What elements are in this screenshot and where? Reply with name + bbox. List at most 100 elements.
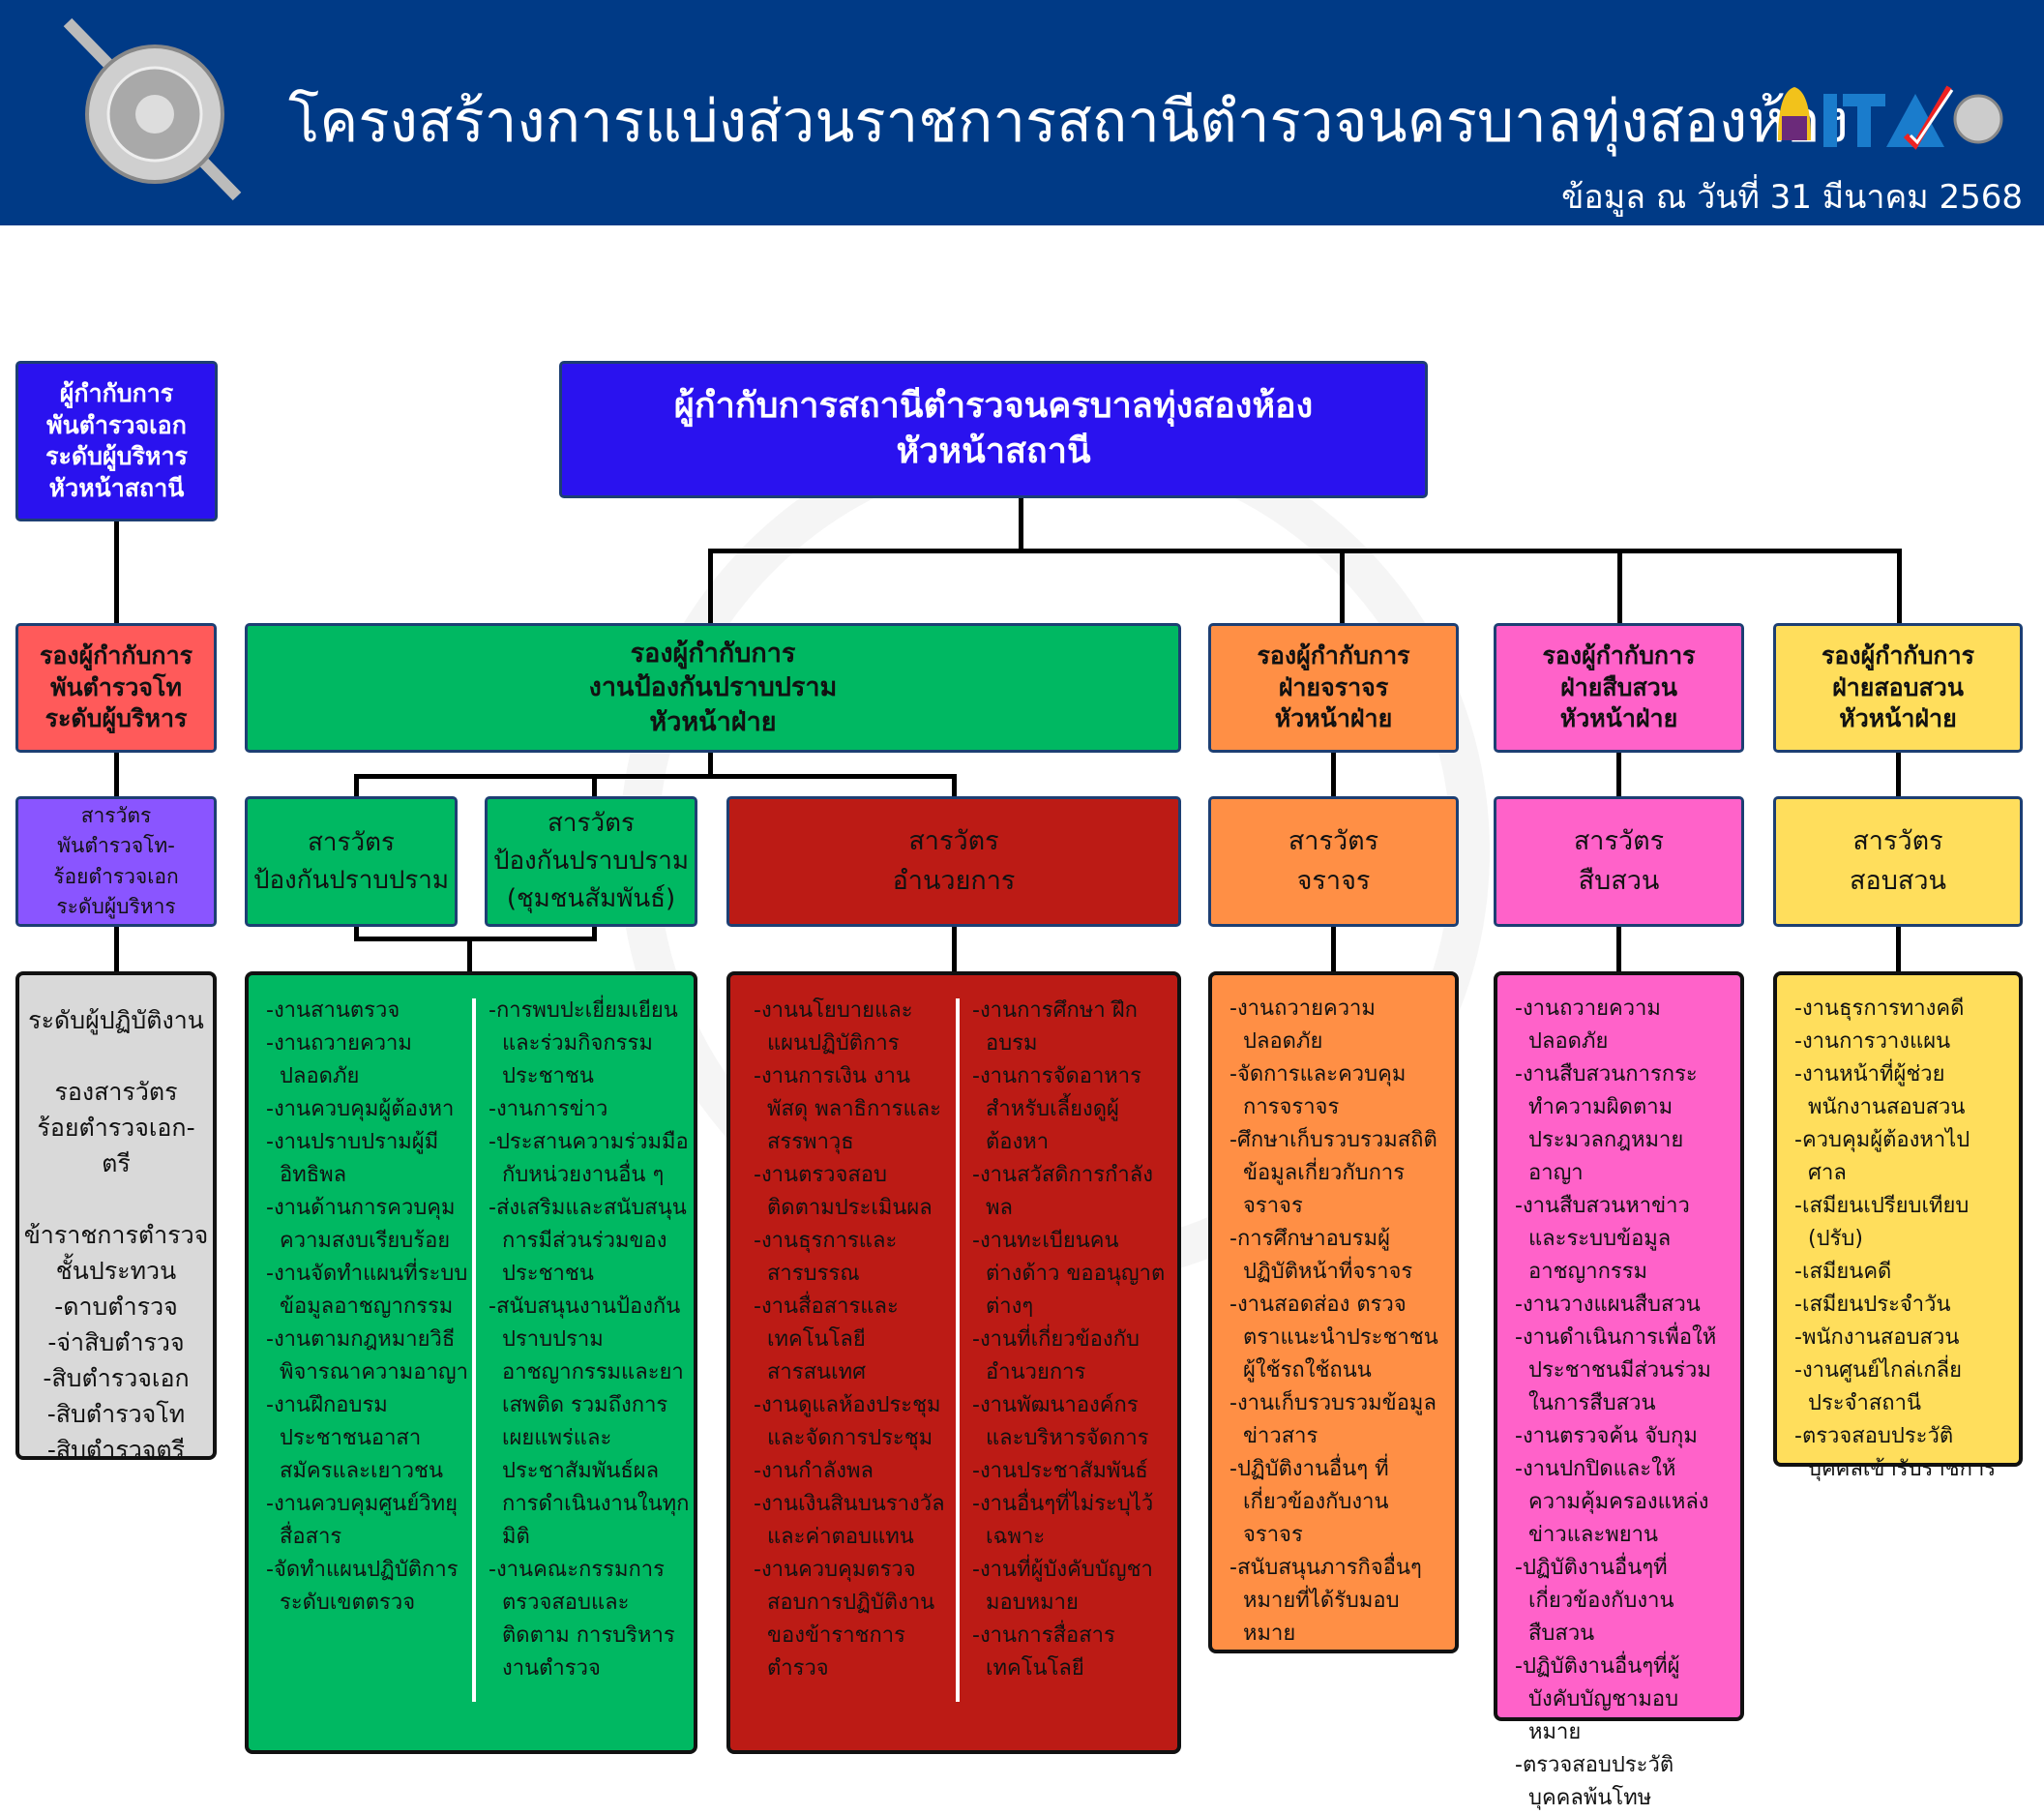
duty-item: -งานเงินสินบนรางวัลและค่าตอบแทน [754, 1492, 945, 1549]
box-text-line: รองผู้กำกับการ [630, 639, 796, 669]
duty-item: -ตรวจสอบประวัติบุคคลเข้ารับราชการ [1794, 1424, 1997, 1481]
duty-item: -งานพัฒนาองค์กรและบริหารจัดการ [972, 1393, 1149, 1450]
duty-item: -พนักงานสอบสวน [1794, 1325, 1960, 1350]
connector [1616, 753, 1621, 796]
box-text-line: ระดับผู้บริหาร [44, 704, 188, 733]
duty-item: -งานตรวจค้น จับกุม [1515, 1424, 1698, 1448]
box-text-line: พันตำรวจโท [50, 672, 182, 701]
box-text-line: ฝ่ายจราจร [1278, 672, 1389, 701]
box-text-line: หัวหน้าฝ่าย [1839, 704, 1957, 733]
box-text-line: ชั้นประทวน [55, 1257, 177, 1285]
duty-item: -งานสานตรวจ [266, 998, 400, 1023]
box-text-line: ป้องกันปราบปราม [492, 847, 690, 876]
duty-item: -เสมียนคดี [1794, 1260, 1892, 1284]
police-emblem-logo [63, 17, 242, 201]
connector [1340, 549, 1345, 623]
column-divider [956, 998, 960, 1702]
box-text-line: ป้องกันปราบปราม [252, 865, 450, 895]
connector [114, 927, 119, 971]
box-text-line: สารวัตร [548, 809, 635, 838]
box-text-line: สารวัตร [1852, 826, 1943, 856]
box-text-line: รองสารวัตร [54, 1078, 178, 1106]
duty-item: -งานจัดทำแผนที่ระบบข้อมูลอาชญากรรม [266, 1262, 468, 1319]
inspector-traffic-box: สารวัตรจราจร [1208, 796, 1459, 927]
deputy-traffic-box: รองผู้กำกับการฝ่ายจราจรหัวหน้าฝ่าย [1208, 623, 1459, 753]
duty-item: -งานศูนย์ไกล่เกลี่ยประจำสถานี [1794, 1358, 1963, 1415]
page-title: โครงสร้างการแบ่งส่วนราชการสถานีตำรวจนครบ… [288, 88, 1850, 156]
box-text-line: -จ่าสิบตำรวจ [47, 1328, 185, 1356]
duty-item: -ศึกษาเก็บรวบรวมสถิติข้อมูลเกี่ยวกับการจ… [1229, 1128, 1437, 1218]
investigation-duties-box: -งานถวายความปลอดภัย -งานสืบสวนการกระทำควา… [1494, 971, 1744, 1810]
duty-item: -งานสอดส่อง ตรวจตราแนะนำประชาชน ผู้ใช้รถ… [1229, 1293, 1438, 1383]
duty-item: -งานปราบปรามผู้มีอิทธิพล [266, 1130, 439, 1187]
deputy-prevention-box: รองผู้กำกับการงานป้องกันปราบปรามหัวหน้าฝ… [245, 623, 1181, 753]
connector [708, 549, 1902, 553]
duty-item: -เสมียนเปรียบเทียบ (ปรับ) [1794, 1194, 1970, 1251]
duty-item: -งานธุรการทางคดี [1794, 997, 1965, 1021]
station-head-rank-box: ผู้กำกับการพันตำรวจเอกระดับผู้บริหารหัวห… [15, 361, 218, 521]
duty-item: -งานที่เกี่ยวข้องกับอำนวยการ [972, 1327, 1140, 1384]
box-text-line: สารวัตร [80, 803, 152, 827]
duty-item: -งานสื่อสารและเทคโนโลยีสารสนเทศ [754, 1294, 899, 1384]
box-text-line: พันตำรวจโท- [57, 834, 175, 857]
box-text-line: หัวหน้าสถานี [896, 431, 1091, 471]
header-banner: โครงสร้างการแบ่งส่วนราชการสถานีตำรวจนครบ… [0, 0, 2044, 225]
duty-item: -งานการวางแผน [1794, 1029, 1951, 1054]
box-text-line: สอบสวน [1850, 865, 1946, 896]
connector [1896, 927, 1901, 971]
box-text-line: ฝ่ายสอบสวน [1832, 672, 1964, 701]
box-text-line: สารวัตร [1573, 826, 1665, 856]
station-chief-box: ผู้กำกับการสถานีตำรวจนครบาลทุ่งสองห้องหั… [559, 361, 1428, 498]
box-text-line: รองผู้กำกับการ [1821, 641, 1975, 670]
duty-item: -งานสวัสดิการกำลังพล [972, 1163, 1153, 1220]
box-text-line: รองผู้กำกับการ [1257, 641, 1410, 670]
duty-item: -งานฝึกอบรมประชาชนอาสาสมัครและเยาวชน [266, 1393, 444, 1483]
connector [1897, 549, 1902, 623]
duty-item: -งานธุรการและสารบรรณ [754, 1229, 898, 1286]
connector [354, 774, 956, 779]
connector [1616, 927, 1621, 971]
duty-item: -งานอื่นๆที่ไม่ระบุไว้เฉพาะ [972, 1492, 1154, 1549]
duty-item: -งานการจัดอาหารสำหรับเลี้ยงดูผู้ต้องหา [972, 1064, 1141, 1154]
box-text-line: สารวัตร [308, 827, 395, 857]
box-text-line: ระดับผู้บริหาร [56, 895, 176, 918]
box-text-line: ร้อยตำรวจเอก [53, 864, 179, 888]
box-text-line [23, 1181, 209, 1217]
box-text-line: (ชุมชนสัมพันธ์) [506, 884, 676, 913]
box-text-line: หัวหน้าสถานี [48, 473, 185, 502]
duty-item: -จัดการและควบคุมการจราจร [1229, 1062, 1407, 1119]
connector [467, 937, 472, 971]
box-text-line: ร้อยตำรวจเอก-ตรี [37, 1114, 195, 1177]
duty-item: -สนับสนุนงานป้องกันปราบปรามอาชญากรรมและย… [489, 1294, 690, 1549]
duty-item: -ควบคุมผู้ต้องหาไปศาล [1794, 1128, 1970, 1185]
duty-item: -งานการเงิน งานพัสดุ พลาธิการและสรรพาวุธ [754, 1064, 941, 1154]
admin-duties-right: -งานการศึกษา ฝึกอบรม-งานการจัดอาหารสำหรั… [972, 995, 1170, 1702]
duty-item: -งานการสื่อสารเทคโนโลยี [972, 1623, 1115, 1681]
box-text-line: งานป้องกันปราบปราม [588, 672, 838, 703]
duty-item: -งานนโยบายและแผนปฏิบัติการ [754, 998, 913, 1056]
duty-item: -ประสานความร่วมมือกับหน่วยงานอื่น ๆ [489, 1130, 689, 1187]
connector [1331, 927, 1336, 971]
connector [592, 927, 597, 940]
duty-item: -งานสืบสวนการกระทำความผิดตามประมวลกฎหมาย… [1515, 1062, 1698, 1185]
connector [114, 521, 119, 623]
duty-item: -งานถวายความปลอดภัย [1515, 997, 1661, 1054]
prevention-duties-right: -การพบปะเยี่ยมเยียนและร่วมกิจกรรมประชาชน… [489, 995, 692, 1702]
duty-item: -งานเก็บรวบรวมข้อมูลข่าวสาร [1229, 1391, 1437, 1448]
inspector-inquiry-box: สารวัตรสอบสวน [1773, 796, 2023, 927]
connector [354, 774, 359, 796]
duty-item: -งานวางแผนสืบสวน [1515, 1293, 1701, 1317]
traffic-duties-box: -งานถวายความปลอดภัย-จัดการและควบคุมการจร… [1208, 971, 1459, 1653]
connector [952, 927, 957, 971]
box-text-line: สารวัตร [908, 826, 999, 856]
duty-item: -งานดูแลห้องประชุมและจัดการประชุม [754, 1393, 941, 1450]
duty-item: -งานควบคุมศูนย์วิทยุสื่อสาร [266, 1492, 458, 1549]
duty-item: -งานปกปิดและให้ความคุ้มครองแหล่งข่าวและพ… [1515, 1457, 1709, 1547]
duty-item: -งานหน้าที่ผู้ช่วยพนักงานสอบสวน [1794, 1062, 1966, 1119]
box-text-line: -ดาบตำรวจ [54, 1293, 178, 1321]
connector [1331, 753, 1336, 796]
duty-item: -งานกำลังพล [754, 1459, 874, 1483]
duty-item: -สนับสนุนภารกิจอื่นๆหมายที่ได้รับมอบหมาย [1229, 1556, 1422, 1646]
duty-item: -เสมียนประจำวัน [1794, 1293, 1951, 1317]
duty-item: -งานควบคุมตรวจสอบการปฏิบัติงานของข้าราชก… [754, 1558, 935, 1681]
